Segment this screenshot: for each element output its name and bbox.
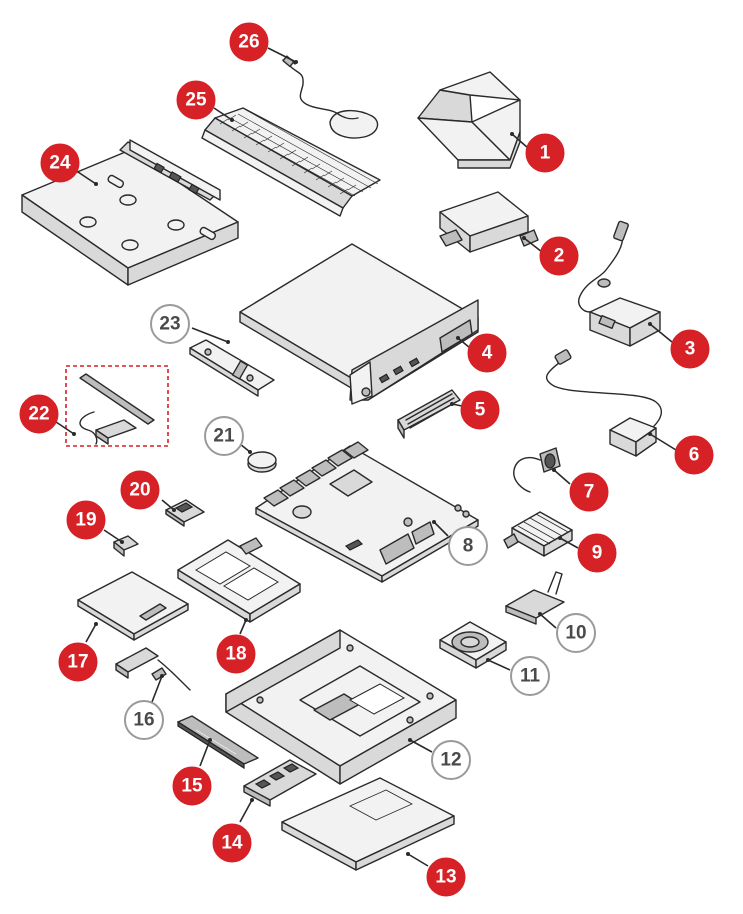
callout-21: 21 [204, 416, 244, 456]
part-26-mouse-cable [282, 55, 339, 115]
part-11-system-fan [439, 621, 507, 669]
svg-text:20: 20 [129, 480, 150, 501]
part-4-computer-cover [239, 243, 479, 405]
callout-8: 8 [448, 526, 488, 566]
callout-20: 20 [120, 470, 160, 510]
callout-12: 12 [431, 740, 471, 780]
callout-17: 17 [58, 642, 98, 682]
svg-text:21: 21 [213, 426, 235, 447]
callout-24: 24 [40, 143, 80, 183]
callout-23: 23 [150, 304, 190, 344]
svg-text:18: 18 [225, 644, 246, 665]
part-8-system-board [255, 441, 479, 583]
svg-text:24: 24 [49, 153, 71, 174]
svg-text:10: 10 [565, 623, 586, 644]
callout-18: 18 [216, 634, 256, 674]
svg-text:2: 2 [554, 246, 565, 267]
part-9-heat-sink [503, 511, 573, 557]
callout-25: 25 [176, 80, 216, 120]
part-21-coin-cell-battery [247, 451, 277, 473]
board-components [263, 441, 470, 565]
callout-5: 5 [460, 390, 500, 430]
part-1-vertical-stand [417, 71, 521, 169]
part-16-drive-cable [115, 647, 191, 691]
part-10-fan-bracket [505, 571, 565, 625]
svg-text:23: 23 [159, 314, 180, 335]
svg-text:4: 4 [482, 343, 493, 364]
part-2-power-adapter-bracket [439, 191, 539, 253]
part-5-dust-cover [397, 389, 461, 439]
svg-text:6: 6 [689, 445, 700, 466]
svg-text:26: 26 [238, 32, 259, 53]
callout-6: 6 [674, 435, 714, 475]
callout-9: 9 [577, 533, 617, 573]
svg-text:1: 1 [540, 143, 551, 164]
part-13-bottom-cover [281, 777, 455, 871]
part-3-power-adapter [578, 220, 661, 347]
svg-text:8: 8 [463, 536, 474, 557]
callout-15: 15 [172, 766, 212, 806]
callout-19: 19 [66, 500, 106, 540]
svg-text:5: 5 [475, 400, 486, 421]
callout-7: 7 [569, 472, 609, 512]
svg-text:13: 13 [435, 867, 456, 888]
svg-text:11: 11 [520, 666, 541, 687]
part-14-memory-module [243, 759, 317, 807]
part-7-internal-speaker [513, 447, 561, 493]
svg-text:16: 16 [133, 710, 154, 731]
svg-text:14: 14 [221, 833, 243, 854]
part-24-vesa-mount [21, 139, 239, 286]
callout-2: 2 [539, 236, 579, 276]
callout-14: 14 [212, 823, 252, 863]
callout-22: 22 [19, 394, 59, 434]
part-18-drive-bracket [177, 537, 301, 623]
callout-4: 4 [467, 333, 507, 373]
svg-text:12: 12 [440, 750, 461, 771]
part-15-m2-ssd [177, 715, 259, 770]
callout-3: 3 [670, 329, 710, 369]
callout-11: 11 [510, 656, 550, 696]
svg-text:19: 19 [75, 510, 96, 531]
callout-26: 26 [229, 22, 269, 62]
svg-text:17: 17 [67, 652, 88, 673]
part-19-card-bracket [113, 535, 139, 557]
callout-1: 1 [525, 133, 565, 173]
part-12-chassis [225, 629, 457, 785]
callouts: 26 25 1 24 2 3 4 5 6 23 22 21 7 8 9 20 1… [19, 22, 714, 897]
svg-text:25: 25 [185, 90, 207, 111]
part-6-power-cord [545, 349, 663, 457]
svg-text:3: 3 [685, 339, 696, 360]
callout-16: 16 [124, 700, 164, 740]
part-22-antenna-kit [65, 365, 169, 447]
svg-text:15: 15 [181, 776, 203, 797]
part-23-rear-bracket [189, 339, 275, 397]
svg-text:9: 9 [592, 543, 603, 564]
part-25-keyboard-mouse [201, 107, 381, 217]
svg-text:22: 22 [28, 404, 49, 425]
callout-10: 10 [556, 613, 596, 653]
part-17-storage-drive [77, 571, 189, 641]
svg-text:7: 7 [584, 482, 595, 503]
callout-13: 13 [426, 857, 466, 897]
leader-lines [55, 47, 677, 867]
part-20-wireless-card [165, 499, 205, 527]
keyboard-keys [219, 109, 379, 197]
